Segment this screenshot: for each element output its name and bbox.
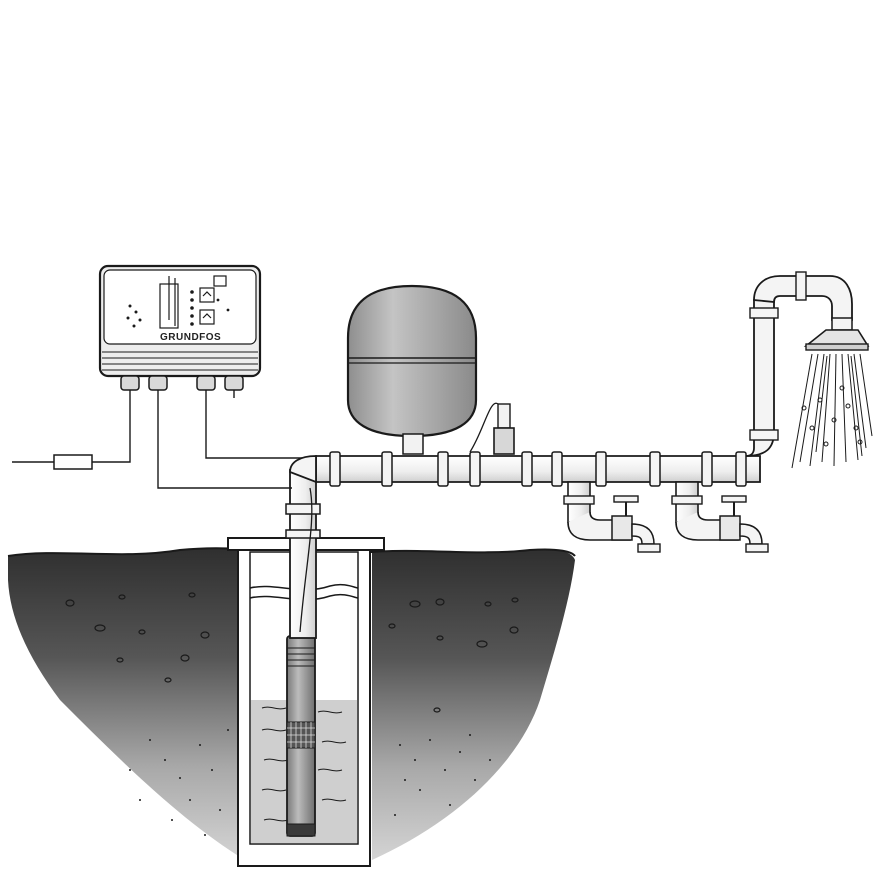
ground-soil: [7, 547, 576, 860]
brand-label: GRUNDFOS: [160, 332, 221, 343]
electrical-cables: [12, 390, 306, 489]
water-spray: [791, 353, 873, 469]
pressure-switch-icon: [469, 402, 515, 455]
fuse-icon: [53, 454, 93, 470]
water-ripples: [261, 706, 347, 822]
cable-glands: [120, 375, 244, 391]
tap-icon: [719, 495, 769, 553]
soil-rocks: [65, 592, 519, 713]
tap-icon: [611, 495, 661, 553]
shower-pipe: [745, 271, 853, 457]
pump-cable: [299, 487, 313, 633]
shower-head-icon: [803, 317, 870, 351]
submersible-pump-icon: [286, 635, 316, 837]
water-droplets: [801, 385, 863, 447]
tap-branch-2: [671, 481, 769, 553]
pressure-tank-icon: [346, 284, 478, 455]
control-box-icon: GRUNDFOS: [98, 264, 262, 391]
soil-speckles: [129, 729, 491, 836]
riser-pipe: [285, 469, 321, 639]
main-pipe: [289, 451, 761, 487]
tap-branch-1: [563, 481, 661, 553]
